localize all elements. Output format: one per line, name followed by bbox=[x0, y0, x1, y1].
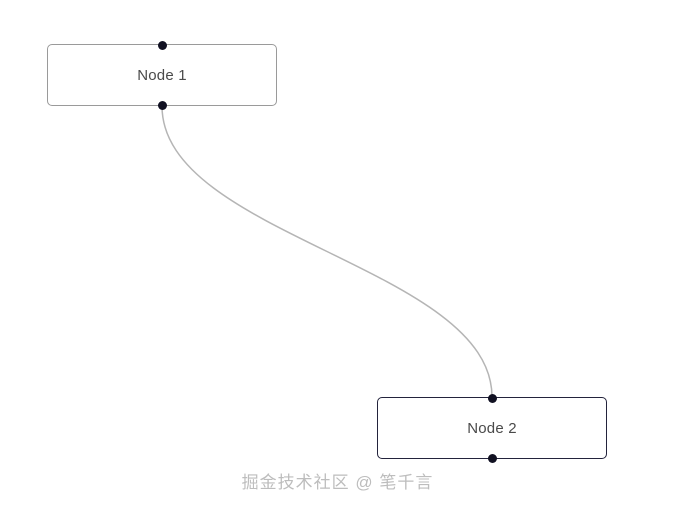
node-2-port-bottom-icon[interactable] bbox=[487, 453, 497, 463]
node-node-1[interactable]: Node 1 bbox=[47, 40, 277, 110]
node-1-port-bottom-icon[interactable] bbox=[157, 100, 167, 110]
node-2-port-top-icon[interactable] bbox=[487, 393, 497, 403]
node-node-2[interactable]: Node 2 bbox=[377, 393, 607, 463]
node-1-label: Node 1 bbox=[137, 66, 187, 84]
node-1-port-top-icon[interactable] bbox=[157, 40, 167, 50]
edge-node1-to-node2[interactable] bbox=[161, 105, 493, 398]
node-2-label: Node 2 bbox=[467, 419, 517, 437]
watermark: 掘金技术社区 @ 笔千言 bbox=[241, 473, 434, 492]
